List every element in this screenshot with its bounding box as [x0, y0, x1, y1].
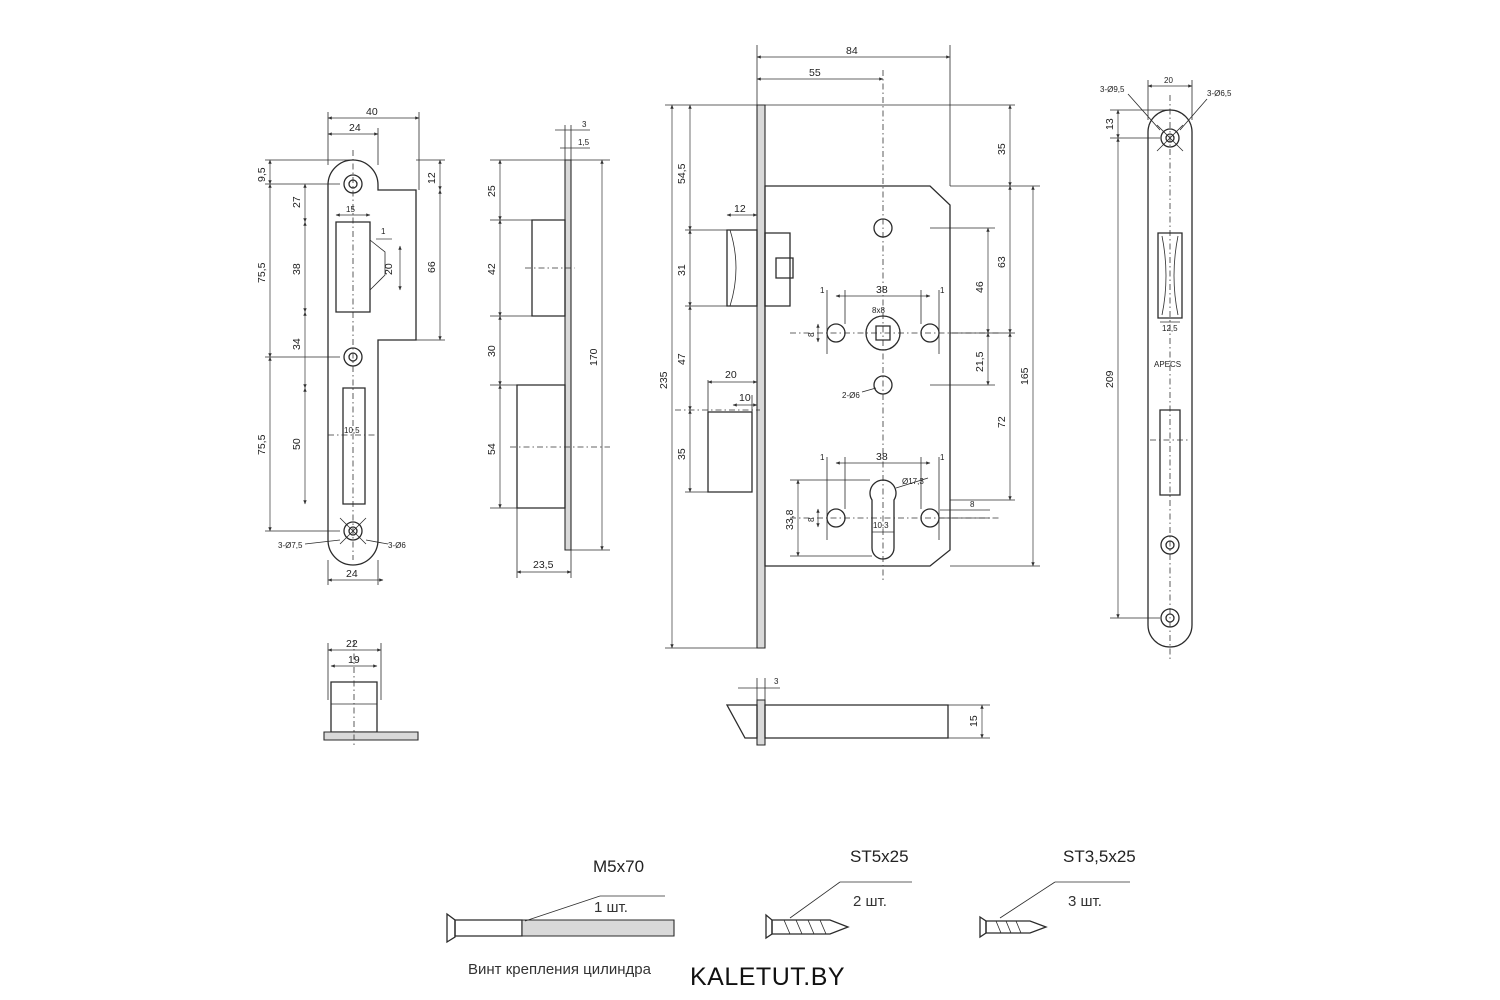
dim-9-5: 9,5 [256, 167, 268, 182]
dim-54-5: 54,5 [676, 163, 688, 184]
dim-1-5: 1,5 [578, 138, 590, 147]
dim-72: 72 [996, 416, 1008, 428]
hole-label-9-5: 3-Ø9,5 [1100, 85, 1125, 94]
dim-1-b: 1 [940, 286, 945, 295]
dim-38-bottom: 38 [876, 451, 888, 463]
screw-m5x70-name: M5x70 [593, 857, 644, 876]
dim-47: 47 [676, 353, 688, 365]
dim-165: 165 [1019, 367, 1031, 385]
dim-23-5: 23,5 [533, 559, 554, 571]
dim-35-right: 35 [996, 143, 1008, 155]
hole-label-6-5: 3-Ø6,5 [1207, 89, 1232, 98]
dim-3-bolt: 3 [774, 677, 779, 686]
screw-st5x25-qty: 2 шт. [853, 893, 887, 910]
dim-8-b: 8 [807, 517, 816, 522]
screw-st3-5x25-qty: 3 шт. [1068, 893, 1102, 910]
dim-1-c: 1 [820, 453, 825, 462]
dim-24-bottom: 24 [346, 568, 358, 580]
dim-8-a: 8 [807, 332, 816, 337]
dim-30: 30 [486, 345, 498, 357]
screw-m5x70-qty: 1 шт. [594, 899, 628, 916]
faceplate-outline [1147, 109, 1193, 648]
dim-d17-3: Ø17,3 [902, 477, 924, 486]
dim-84: 84 [846, 45, 858, 57]
dim-8-c: 8 [970, 500, 975, 509]
latch-bolt-view: 3 15 [725, 677, 990, 746]
screw-st3-5x25-name: ST3,5x25 [1063, 847, 1136, 866]
hole-label-left: 3-Ø7,5 [278, 541, 303, 550]
dim-55: 55 [809, 67, 821, 79]
screw-m5x70-caption: Винт крепления цилиндра [468, 961, 652, 978]
dim-27: 27 [291, 196, 303, 208]
dim-38: 38 [291, 263, 303, 275]
lock-case [764, 185, 951, 567]
front-plate [756, 104, 766, 649]
dim-46: 46 [974, 281, 986, 293]
dim-33-8: 33,8 [784, 509, 796, 530]
dim-40: 40 [366, 106, 378, 118]
screw-st3-5x25: ST3,5x25 3 шт. [979, 847, 1136, 939]
brand-watermark: KALETUT.BY [690, 963, 846, 991]
latch-box-view: 22 19 [323, 638, 419, 748]
dim-75-5-bottom: 75,5 [256, 434, 268, 455]
side-view: 25 42 30 54 170 3 1,5 23,5 [486, 120, 610, 578]
dim-19: 19 [348, 654, 360, 666]
dim-209: 209 [1104, 370, 1116, 388]
dim-54: 54 [486, 443, 498, 455]
dim-170: 170 [588, 348, 600, 366]
dim-35-left: 35 [676, 448, 688, 460]
dim-20: 20 [383, 263, 395, 275]
dim-1-d: 1 [940, 453, 945, 462]
dim-75-5-top: 75,5 [256, 262, 268, 283]
dim-10-3: 10,3 [873, 521, 889, 530]
dim-15: 15 [346, 205, 355, 214]
faceplate-stamp: APECS [1154, 360, 1181, 369]
dim-15-bolt: 15 [968, 715, 980, 727]
dim-12-lock: 12 [734, 203, 746, 215]
dim-13-face: 13 [1104, 118, 1116, 130]
dim-66: 66 [426, 261, 438, 273]
dim-1-a: 1 [820, 286, 825, 295]
holes-2-d6: 2-Ø6 [842, 391, 860, 400]
dim-42: 42 [486, 263, 498, 275]
dim-8x8: 8x8 [872, 306, 885, 315]
dim-10-5: 10,5 [344, 426, 360, 435]
dim-3: 3 [582, 120, 587, 129]
dim-63: 63 [996, 256, 1008, 268]
dim-1: 1 [381, 227, 386, 236]
dim-10-lock: 10 [739, 392, 751, 404]
dim-22: 22 [346, 638, 358, 650]
strike-plate-view: 40 24 15 1 20 9,5 75,5 75,5 27 38 34 50 … [256, 106, 445, 585]
dim-38-top: 38 [876, 284, 888, 296]
dim-24-top: 24 [349, 122, 361, 134]
dim-50: 50 [291, 438, 303, 450]
screw-m5x70: M5x70 1 шт. Винт крепления цилиндра [446, 857, 675, 978]
dim-21-5: 21,5 [974, 351, 986, 372]
dim-235: 235 [658, 371, 670, 389]
screw-st5x25: ST5x25 2 шт. [765, 847, 912, 940]
strike-plate-outline [327, 159, 417, 566]
dim-31: 31 [676, 264, 688, 276]
faceplate-view: APECS 20 3-Ø9,5 3-Ø6,5 13 209 12,5 [1100, 76, 1232, 660]
dim-12-5-face: 12,5 [1162, 324, 1178, 333]
lock-body-view: 84 55 235 54,5 31 47 35 12 20 10 35 [658, 45, 1040, 649]
dim-20-lock: 20 [725, 369, 737, 381]
dim-20-face: 20 [1164, 76, 1173, 85]
hole-label-right: 3-Ø6 [388, 541, 406, 550]
dim-34: 34 [291, 338, 303, 350]
screw-st5x25-name: ST5x25 [850, 847, 909, 866]
dim-25: 25 [486, 185, 498, 197]
dim-12: 12 [426, 172, 438, 184]
